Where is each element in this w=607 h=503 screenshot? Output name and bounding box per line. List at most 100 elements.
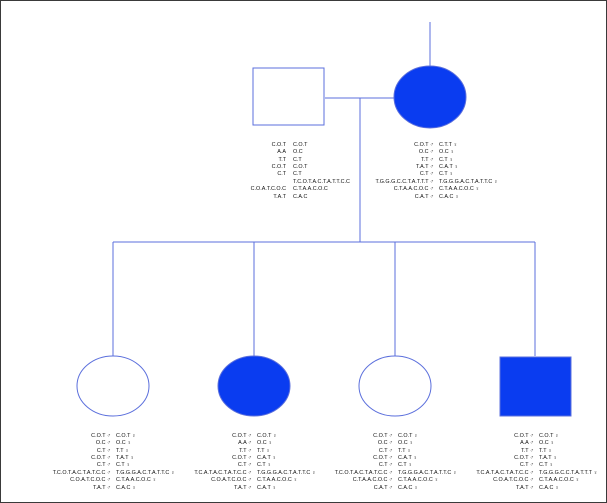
child-1-symbol [76,355,150,417]
haplotype-entry: T.T ♀ [539,447,552,454]
haplotype-entry: C.A.C ♀ [539,484,559,491]
haplotype-entry: C.T ♀ [116,462,131,469]
haplotype-entry: T.T ♂ [521,447,534,454]
haplotype-entry: C.O.T ♂ [232,455,252,462]
haplotype-entry: O.C ♂ [377,440,393,447]
haplotype-entry: T.C.O.T.A.C.T.A.T.C.C ♂ [52,469,111,476]
child-4-haplotype-left: C.O.T ♂A.A ♂T.T ♂C.O.T ♂C.T ♂T.C.A.T.A.C… [468,433,534,492]
child-1-haplotype-right: C.O.T ♀O.C ♀T.T ♀T.A.T ♀C.T ♀T.G.G.G.A.C… [116,433,175,492]
haplotype-entry: C.T ♂ [237,462,252,469]
haplotype-entry: T.T ♀ [116,447,129,454]
haplotype-entry: T.G.G.G.A.C.T.A.T.T.C ♀ [116,469,175,476]
child-2-haplotype-left: C.O.T ♂A.A ♂T.T ♂C.O.T ♂C.T ♂T.C.A.T.A.C… [186,433,252,492]
mother-symbol [393,65,467,129]
haplotype-entry: C.T ♀ [257,462,272,469]
haplotype-entry: T.G.G.G.C.C.T.A.T.T.T ♀ [539,469,598,476]
haplotype-entry: T.T ♂ [421,156,434,163]
haplotype-entry: C.T ♀ [539,462,554,469]
haplotype-entry: C.T.A.A.C.O.C ♂ [352,477,393,484]
haplotype-entry: C.O.T ♂ [373,432,393,439]
haplotype-entry: C.O.T ♂ [414,141,434,148]
child-2-haplotype-right: C.O.T ♀O.C ♀T.T ♀C.A.T ♀C.T ♀T.G.G.G.A.C… [257,433,316,492]
child-4-haplotype-right: C.O.T ♀O.C ♀T.T ♀T.A.T ♀C.T ♀T.G.G.G.C.C… [539,433,597,492]
haplotype-entry: C.A.T ♀ [439,164,459,171]
haplotype-entry: C.O.T [293,164,308,171]
haplotype-entry: C.T.A.A.C.O.C ♂ [393,186,434,193]
haplotype-entry: C.A.C ♀ [116,484,136,491]
child-4-haplotypes: C.O.T ♂A.A ♂T.T ♂C.O.T ♂C.T ♂T.C.A.T.A.C… [468,418,597,499]
haplotype-entry: C.O.T ♂ [232,432,252,439]
haplotype-entry: T.T ♀ [398,447,411,454]
haplotype-entry: T.G.G.G.A.C.T.A.T.T.C ♀ [439,178,498,185]
haplotype-entry: C.T.A.A.C.O.C ♀ [116,477,157,484]
haplotype-entry: C.O.T ♀ [398,432,418,439]
haplotype-entry: T.G.G.G.A.C.T.A.T.T.C ♀ [257,469,316,476]
haplotype-entry: O.C [293,149,303,156]
haplotype-entry: C.A.T ♀ [398,455,418,462]
haplotype-entry: T.C.A.T.A.C.T.A.T.C.C ♂ [476,469,534,476]
haplotype-entry: C.O.T [293,141,308,148]
haplotype-entry: C.A.C ♀ [398,484,418,491]
haplotype-entry: T.A.T ♂ [92,484,111,491]
child-4-symbol [499,356,572,417]
child-2-haplotypes: C.O.T ♂A.A ♂T.T ♂C.O.T ♂C.T ♂T.C.A.T.A.C… [186,418,316,499]
haplotype-entry: C.T.A.A.C.O.C ♀ [439,186,480,193]
child-3-haplotype-left: C.O.T ♂O.C ♂C.T ♂C.O.T ♂C.T ♂T.C.O.T.A.C… [327,433,393,492]
haplotype-entry: C.O.T ♂ [91,432,111,439]
haplotype-entry: C.T ♂ [378,462,393,469]
child-1-haplotype-left: C.O.T ♂O.C ♂C.T ♂C.O.T ♂C.T ♂T.C.O.T.A.C… [45,433,111,492]
haplotype-entry: C.O.T ♀ [257,432,277,439]
haplotype-entry: O.C ♀ [116,440,132,447]
haplotype-entry: T.A.T ♀ [116,455,135,462]
haplotype-entry: C.T.A.A.C.O.C [293,186,328,193]
haplotype-entry: C.T [293,171,302,178]
haplotype-entry: C.T ♂ [419,171,434,178]
haplotype-entry: C.T [277,171,286,178]
haplotype-entry: C.A.T ♀ [257,484,277,491]
child-3-haplotype-right: C.O.T ♀O.C ♀T.T ♀C.A.T ♀C.T ♀T.G.G.G.A.C… [398,433,457,492]
haplotype-entry: O.C ♀ [439,149,455,156]
haplotype-entry: C.A.T ♂ [414,193,434,200]
haplotype-entry: A.A ♂ [520,440,534,447]
child-3-haplotypes: C.O.T ♂O.C ♂C.T ♂C.O.T ♂C.T ♂T.C.O.T.A.C… [327,418,457,499]
haplotype-entry: C.T ♀ [398,462,413,469]
haplotype-entry: C.T [293,156,302,163]
haplotype-entry: C.T.A.A.C.O.C ♀ [539,477,580,484]
haplotype-entry [242,179,286,186]
haplotype-entry: C.O.T [271,164,286,171]
haplotype-entry: C.O.T [271,141,286,148]
haplotype-entry: C.O.T ♂ [514,432,534,439]
haplotype-entry: C.T ♂ [96,462,111,469]
haplotype-entry: T.A.T [273,193,286,200]
haplotype-entry: C.T ♂ [519,462,534,469]
haplotype-entry: T.A.T ♂ [233,484,252,491]
child-3-symbol [358,355,432,417]
haplotype-entry: C.A.T ♂ [373,484,393,491]
haplotype-entry: C.T ♂ [378,447,393,454]
mother-haplotypes: C.O.T ♂O.C ♂T.T ♂T.A.T ♂C.T ♂T.G.G.G.C.C… [362,127,498,208]
haplotype-entry: C.T ♂ [96,447,111,454]
haplotype-entry: A.A [277,149,286,156]
child-2-symbol [217,355,291,417]
haplotype-entry: A.A ♂ [238,440,252,447]
haplotype-entry: T.G.G.G.C.C.T.A.T.T.T ♂ [375,178,434,185]
haplotype-entry: O.C ♀ [539,440,555,447]
haplotype-entry: O.C ♀ [398,440,414,447]
haplotype-entry: O.C ♀ [257,440,273,447]
pedigree-lines [112,22,536,356]
haplotype-entry: T.T ♂ [239,447,252,454]
haplotype-entry: T.A.T ♂ [415,164,434,171]
haplotype-entry: C.A.C ♀ [439,193,459,200]
haplotype-entry: C.T ♀ [439,156,454,163]
haplotype-entry: C.T.A.A.C.O.C ♀ [257,477,298,484]
haplotype-entry: O.C ♂ [95,440,111,447]
haplotype-entry: T.G.G.G.A.C.T.A.T.T.C ♀ [398,469,457,476]
haplotype-entry: C.O.T ♀ [116,432,136,439]
haplotype-entry: C.O.A.T.C.O.C ♂ [211,477,252,484]
haplotype-entry: C.T ♀ [439,171,454,178]
father-symbol [252,67,325,126]
haplotype-entry: T.T [278,156,287,163]
